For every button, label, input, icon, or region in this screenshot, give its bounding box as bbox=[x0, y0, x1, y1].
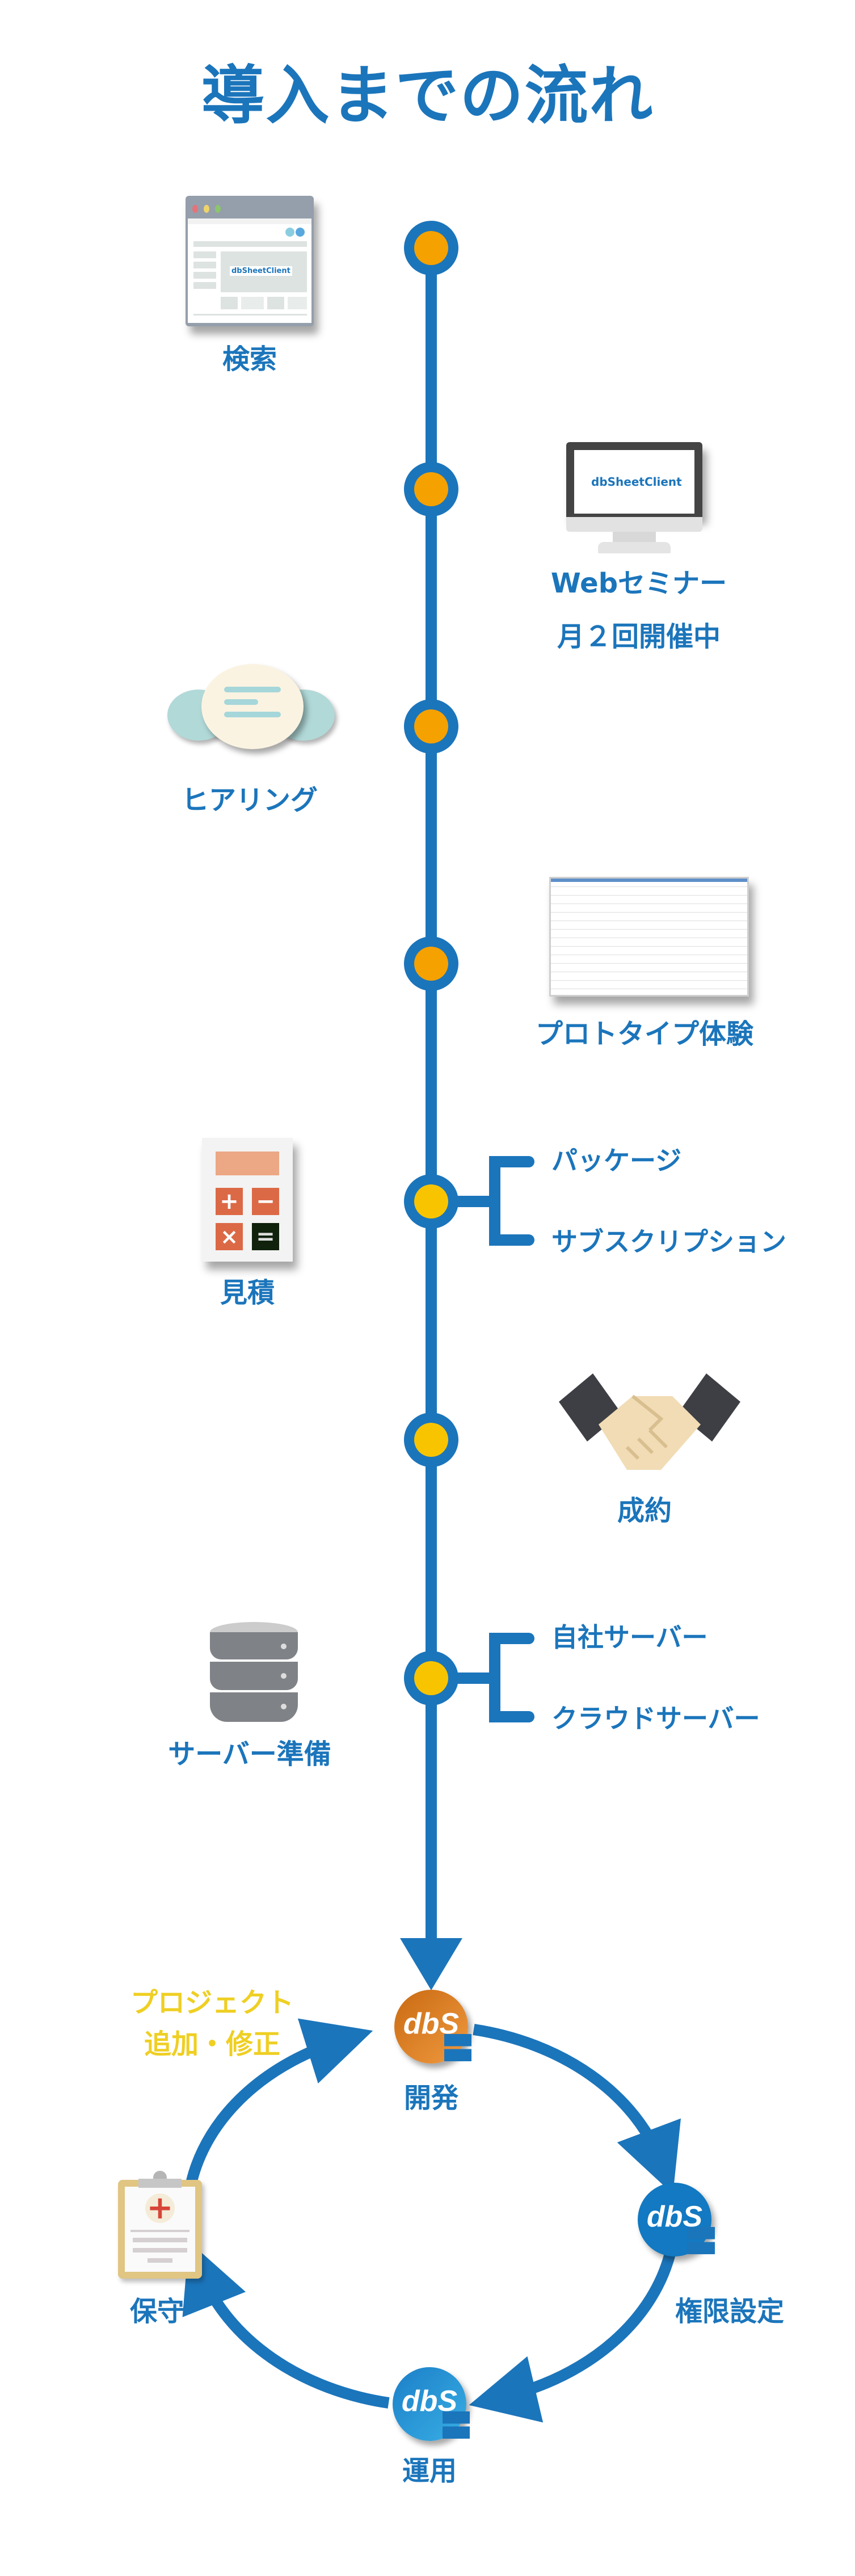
step-label-search: 検索 bbox=[222, 343, 277, 375]
server-icon bbox=[210, 1622, 298, 1725]
bracket-bar bbox=[489, 1633, 500, 1722]
timeline-dot-1 bbox=[404, 221, 458, 275]
logo-text: dbSheetClient bbox=[230, 266, 292, 276]
logo-text: dbSheetClient bbox=[591, 475, 682, 489]
step-label-contract: 成約 bbox=[617, 1495, 672, 1527]
bracket-connector bbox=[454, 1196, 491, 1207]
cycle-arrow-maintenance-to-dev bbox=[183, 2018, 373, 2201]
timeline-dot-5 bbox=[404, 1174, 458, 1229]
cycle-label-dev: 開発 bbox=[403, 2082, 459, 2114]
step-label-server-prep: サーバー準備 bbox=[168, 1738, 331, 1770]
cycle-arrow-dev-to-permission bbox=[473, 2024, 681, 2195]
timeline-dot-7 bbox=[404, 1651, 458, 1705]
option-package: パッケージ bbox=[551, 1145, 682, 1176]
handshake-icon bbox=[559, 1373, 740, 1470]
browser-window-icon: dbSheetClient bbox=[186, 196, 314, 326]
bracket-arm bbox=[489, 1156, 534, 1167]
step-sublabel-monthly: 月２回開催中 bbox=[557, 621, 721, 653]
bracket-arm bbox=[489, 1711, 534, 1722]
step-label-hearing: ヒアリング bbox=[181, 784, 318, 816]
cycle-label-maintenance: 保守 bbox=[129, 2296, 185, 2327]
bracket-bar bbox=[489, 1156, 500, 1246]
option-cloud-server: クラウドサーバー bbox=[551, 1703, 760, 1734]
bracket-arm bbox=[489, 1633, 534, 1644]
calculator-icon: + − × = bbox=[202, 1138, 293, 1262]
bracket-arm bbox=[489, 1234, 534, 1246]
cycle-note-add-modify: 追加・修正 bbox=[144, 2028, 281, 2060]
cycle-label-operation: 運用 bbox=[402, 2455, 457, 2487]
cycle-note-project: プロジェクト bbox=[130, 1987, 294, 2019]
timeline-dot-2 bbox=[404, 462, 458, 516]
page-title: 導入までの流れ bbox=[201, 59, 654, 133]
step-label-prototype: プロトタイプ体験 bbox=[535, 1018, 754, 1050]
timeline-dot-6 bbox=[404, 1413, 458, 1467]
dbs-dev-icon: dbS bbox=[394, 1990, 471, 2064]
cycle-label-permission: 権限設定 bbox=[675, 2296, 785, 2327]
timeline-dot-4 bbox=[404, 936, 458, 991]
dbs-operation-icon: dbS bbox=[393, 2367, 470, 2441]
bracket-connector bbox=[454, 1672, 491, 1684]
spreadsheet-icon bbox=[549, 877, 749, 997]
monitor-icon: dbSheetClient bbox=[566, 442, 702, 556]
step-label-web-seminar: Webセミナー bbox=[550, 568, 727, 599]
timeline-arrowhead-icon bbox=[400, 1938, 462, 1990]
dbs-permission-icon: dbS bbox=[638, 2183, 715, 2256]
cycle-arrow-operation-to-maintenance bbox=[182, 2241, 390, 2409]
option-subscription: サブスクリプション bbox=[551, 1226, 786, 1257]
timeline-line bbox=[426, 248, 437, 1951]
clipboard-icon: + bbox=[118, 2171, 202, 2279]
step-label-estimate: 見積 bbox=[220, 1277, 275, 1309]
timeline-dot-3 bbox=[404, 699, 458, 754]
option-own-server: 自社サーバー bbox=[551, 1622, 708, 1653]
speech-bubbles-icon bbox=[167, 664, 338, 766]
cycle-arrow-permission-to-operation bbox=[469, 2247, 677, 2423]
